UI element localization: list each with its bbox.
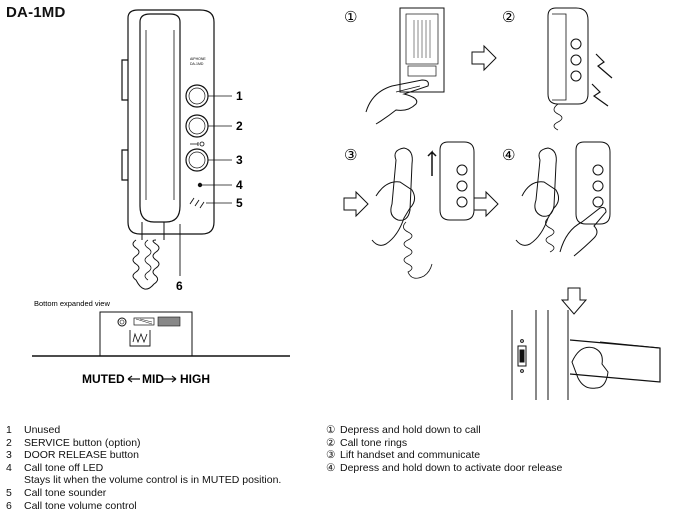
- door-illustration: [511, 310, 661, 400]
- step-4-illustration: [515, 141, 611, 257]
- step-marker-2: ②: [502, 8, 515, 26]
- brand-label: AIPHONE: [190, 57, 206, 61]
- bottom-view-drawing: [32, 311, 290, 357]
- volume-scale: MUTED MID HIGH: [82, 372, 210, 386]
- leader-lines: [202, 95, 232, 204]
- step-arrow-icon: [343, 190, 369, 218]
- callout-3: 3: [236, 153, 243, 167]
- step-3-illustration: [371, 141, 475, 279]
- callout-2: 2: [236, 119, 243, 133]
- step-2-illustration: [547, 7, 613, 131]
- led-4: [197, 182, 203, 188]
- intercom-unit: [121, 9, 215, 290]
- callout-4: 4: [236, 178, 243, 192]
- coiled-cord: [132, 239, 160, 290]
- scale-high: HIGH: [180, 372, 210, 386]
- scale-muted: MUTED: [82, 372, 125, 386]
- step-1-illustration: [365, 7, 445, 125]
- handset: [139, 13, 181, 223]
- legend-item: Stays lit when the volume control is in …: [24, 474, 282, 487]
- step-arrow-icon: [473, 190, 499, 218]
- model-label: DA-1MD: [190, 62, 204, 66]
- page-title: DA-1MD: [6, 4, 66, 21]
- step-marker-1: ①: [344, 8, 357, 26]
- step-arrow-down-icon: [560, 287, 588, 315]
- step-marker-4: ④: [502, 146, 515, 164]
- bottom-view-label: Bottom expanded view: [34, 299, 110, 308]
- scale-mid: MID: [142, 372, 164, 386]
- arrow-right-icon: [163, 375, 177, 383]
- callout-5: 5: [236, 196, 243, 210]
- callout-6: 6: [176, 279, 183, 293]
- sounder-5: [189, 197, 205, 209]
- step-arrow-icon: [471, 44, 497, 72]
- callout-1: 1: [236, 89, 243, 103]
- arrow-left-icon: [127, 375, 140, 383]
- step-marker-3: ③: [344, 146, 357, 164]
